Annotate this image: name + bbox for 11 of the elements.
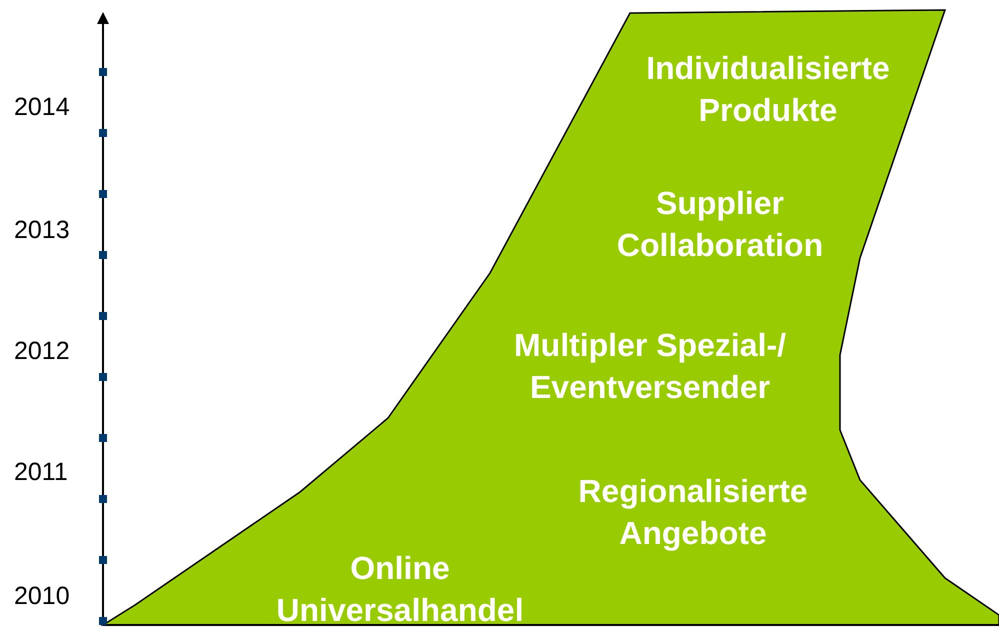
stage-label: Supplier Collaboration <box>616 184 824 265</box>
year-label: 2011 <box>14 457 68 487</box>
year-label: 2010 <box>14 581 70 611</box>
stage-label: Regionalisierte Angebote <box>577 472 809 553</box>
area-shape <box>103 9 999 627</box>
year-label: 2012 <box>14 336 70 366</box>
year-label: 2014 <box>14 92 70 122</box>
stage-label: Individualisierte Produkte <box>645 49 891 130</box>
stage-label: Online Universalhandel <box>275 549 525 627</box>
year-label: 2013 <box>14 215 70 245</box>
stage-label: Multipler Spezial-/ Eventversender <box>512 326 788 407</box>
